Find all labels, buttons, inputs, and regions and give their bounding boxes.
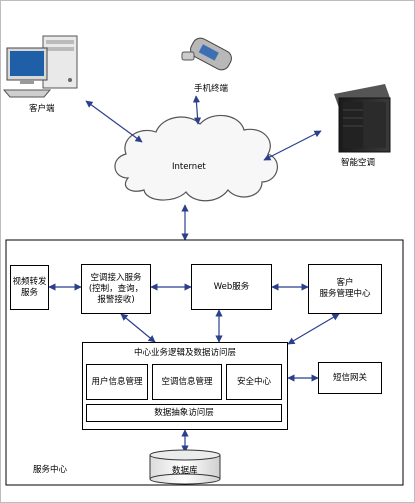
security-center-box: 安全中心 xyxy=(226,364,282,400)
mobile-terminal-label: 手机终端 xyxy=(194,84,229,94)
video-forwarding-box: 视频转发 服务 xyxy=(10,265,49,310)
internet-cloud xyxy=(114,114,278,202)
computer-icon xyxy=(2,35,78,98)
sms-gateway-box: 短信网关 xyxy=(318,362,382,394)
customer-line2: 服务管理中心 xyxy=(319,289,371,299)
data-access-label: 数据抽象访问层 xyxy=(154,407,214,418)
client-label: 客户端 xyxy=(29,104,55,114)
ac-access-line2: (控制，查询， xyxy=(88,283,144,294)
user-info-management-box: 用户信息管理 xyxy=(86,364,148,400)
customer-line1: 客户 xyxy=(336,278,354,288)
service-center-label: 服务中心 xyxy=(33,465,68,475)
ac-access-line1: 空调接入服务 xyxy=(90,272,142,283)
web-service-box: Web服务 xyxy=(191,264,272,310)
security-label: 安全中心 xyxy=(236,376,271,387)
video-box-line1: 视频转发 xyxy=(12,276,47,287)
database-icon xyxy=(149,449,221,485)
customer-service-box: 客户 服务管理中心 xyxy=(308,264,382,314)
data-abstraction-layer-box: 数据抽象访问层 xyxy=(86,404,282,422)
ac-access-service-box: 空调接入服务 (控制，查询， 报警接收) xyxy=(81,264,151,314)
sms-gateway-label: 短信网关 xyxy=(332,372,367,383)
ac-access-line3: 报警接收) xyxy=(97,294,135,305)
ac-mgmt-label: 空调信息管理 xyxy=(161,376,213,387)
web-service-label: Web服务 xyxy=(213,281,250,292)
database-label: 数据库 xyxy=(172,466,198,476)
service-center-boundary xyxy=(5,239,404,486)
user-mgmt-label: 用户信息管理 xyxy=(91,376,143,387)
internet-label: Internet xyxy=(172,162,206,172)
mobile-phone-icon xyxy=(181,37,232,71)
ac-info-management-box: 空调信息管理 xyxy=(152,364,222,400)
smart-ac-icon xyxy=(334,84,391,153)
smart-ac-label: 智能空调 xyxy=(341,158,376,168)
video-box-line2: 服务 xyxy=(20,287,38,298)
core-logic-title: 中心业务逻辑及数据访问层 xyxy=(133,348,236,358)
